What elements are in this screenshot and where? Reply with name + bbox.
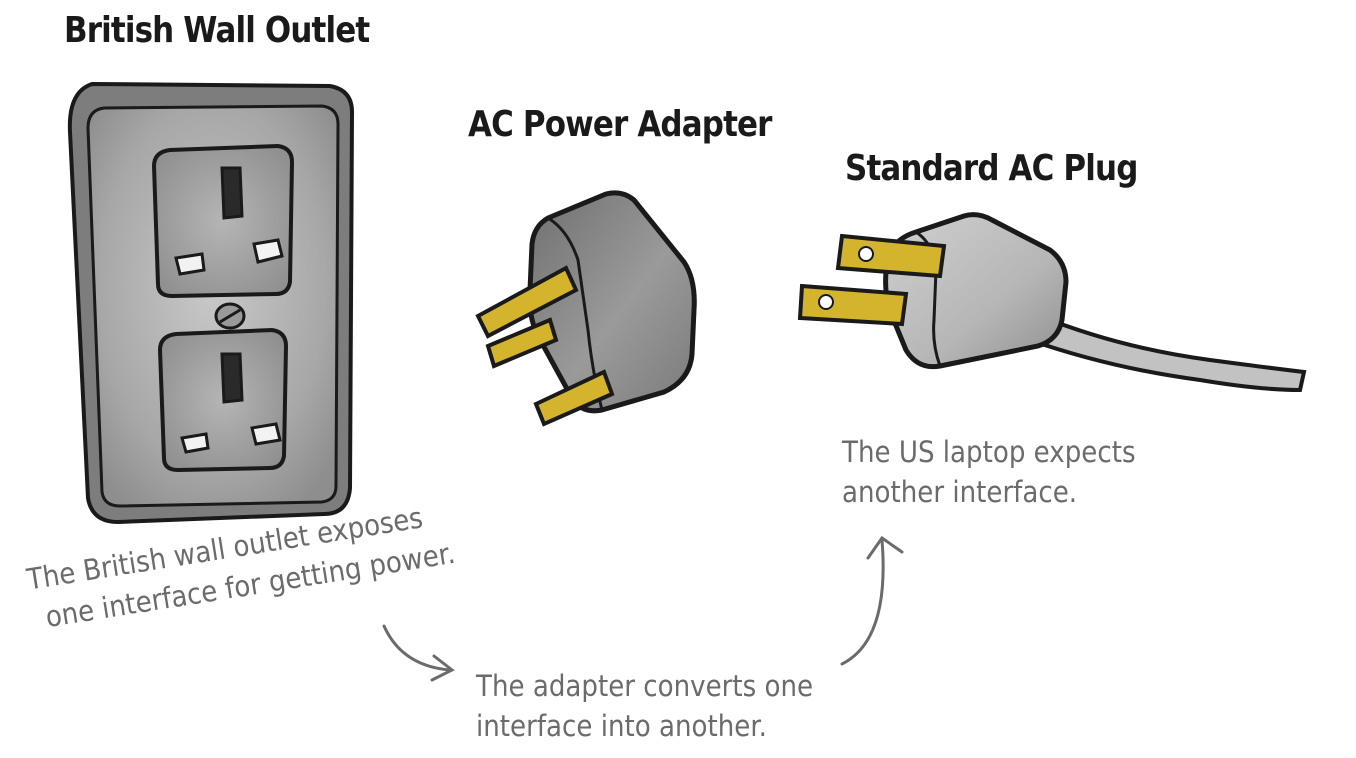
standard-ac-plug-icon	[797, 212, 1307, 393]
curved-arrow-icon	[382, 624, 455, 682]
adapter-note-line-1: The adapter converts one	[476, 669, 814, 703]
plug-note: The US laptop expects another interface.	[842, 432, 1136, 512]
ac-power-adapter-title: AC Power Adapter	[468, 104, 772, 145]
british-wall-outlet-title: British Wall Outlet	[64, 10, 370, 51]
plug-note-line-2: another interface.	[842, 475, 1078, 509]
british-wall-outlet-icon	[67, 81, 355, 525]
standard-ac-plug-title: Standard AC Plug	[845, 148, 1138, 189]
adapter-note-line-2: interface into another.	[476, 709, 767, 743]
curved-arrow-icon	[840, 535, 904, 666]
ac-power-adapter-icon	[475, 190, 697, 427]
adapter-note: The adapter converts one interface into …	[476, 666, 813, 746]
plug-note-line-1: The US laptop expects	[842, 435, 1136, 469]
